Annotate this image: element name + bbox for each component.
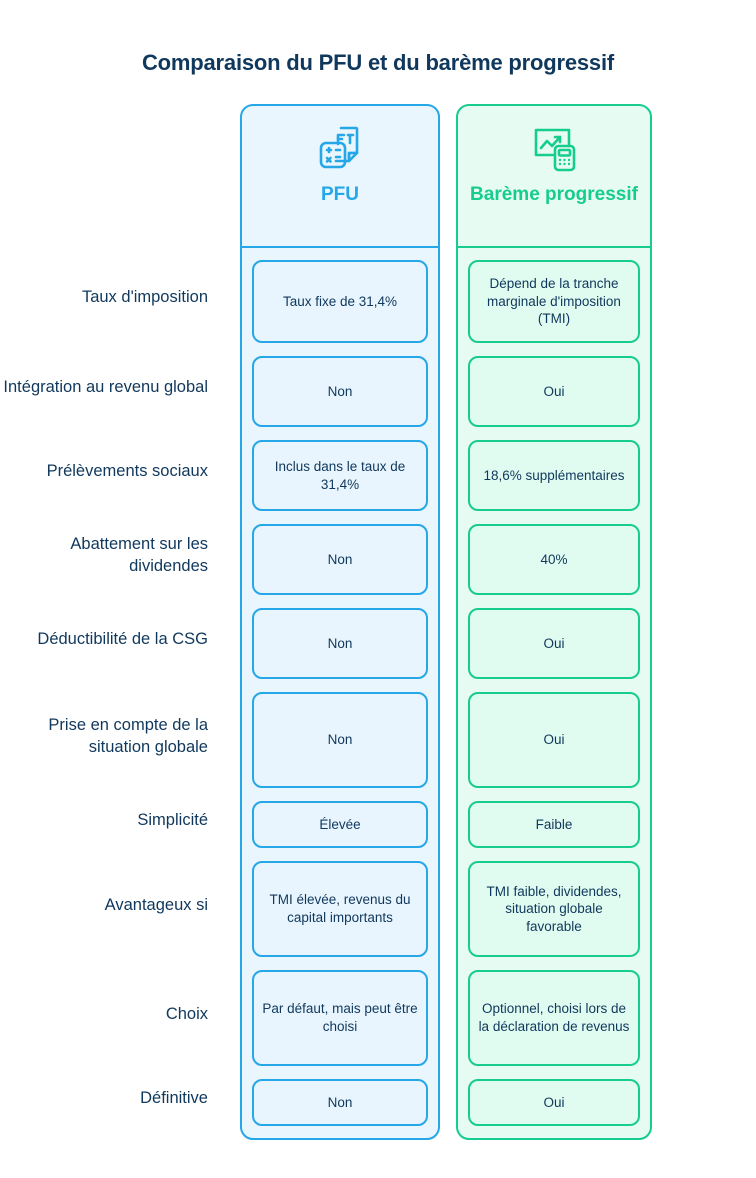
cell-bareme: Faible	[468, 801, 640, 848]
column-bareme-label: Barème progressif	[470, 184, 638, 205]
cell-bareme: Oui	[468, 1079, 640, 1126]
cell-bareme: TMI faible, dividendes, situation global…	[468, 861, 640, 957]
chart-calculator-icon	[528, 120, 580, 178]
cell-bareme: Dépend de la tranche marginale d'imposit…	[468, 260, 640, 343]
row-label: Définitive	[140, 1089, 208, 1108]
row-label: Choix	[165, 1004, 208, 1023]
column-pfu-label: PFU	[321, 184, 359, 205]
cell-pfu: TMI élevée, revenus du capital important…	[252, 861, 428, 957]
cell-bareme: Optionnel, choisi lors de la déclaration…	[468, 970, 640, 1066]
cell-pfu: Non	[252, 356, 428, 427]
column-bareme-cells: Dépend de la tranche marginale d'imposit…	[458, 248, 650, 1138]
cell-bareme: 40%	[468, 524, 640, 595]
row-label: Simplicité	[137, 811, 208, 830]
cell-bareme: Oui	[468, 692, 640, 788]
row-label: Taux d'imposition	[81, 288, 208, 307]
cell-bareme: Oui	[468, 356, 640, 427]
label-column-spacer	[0, 104, 222, 250]
cell-bareme: 18,6% supplémentaires	[468, 440, 640, 511]
row-label: Avantageux si	[104, 895, 208, 914]
column-bareme: Barème progressif Dépend de la tranche m…	[456, 104, 652, 1140]
row-label: Déductibilité de la CSG	[37, 630, 208, 649]
row-label: Prélèvements sociaux	[46, 462, 208, 481]
cell-pfu: Inclus dans le taux de 31,4%	[252, 440, 428, 511]
row-label: Prise en compte de la situation globale	[48, 715, 208, 756]
cell-pfu: Non	[252, 608, 428, 679]
cell-pfu: Non	[252, 692, 428, 788]
calculator-document-icon	[314, 120, 366, 178]
cell-pfu: Par défaut, mais peut être choisi	[252, 970, 428, 1066]
page-title: Comparaison du PFU et du barème progress…	[141, 50, 615, 75]
cell-bareme: Oui	[468, 608, 640, 679]
cell-pfu: Non	[252, 1079, 428, 1126]
cell-pfu: Non	[252, 524, 428, 595]
cell-pfu: Élevée	[252, 801, 428, 848]
row-label: Abattement sur les dividendes	[70, 535, 208, 575]
column-pfu-header: PFU	[242, 106, 438, 248]
cell-pfu: Taux fixe de 31,4%	[252, 260, 428, 343]
row-label: Intégration au revenu global	[3, 378, 208, 397]
column-bareme-header: Barème progressif	[458, 106, 650, 248]
